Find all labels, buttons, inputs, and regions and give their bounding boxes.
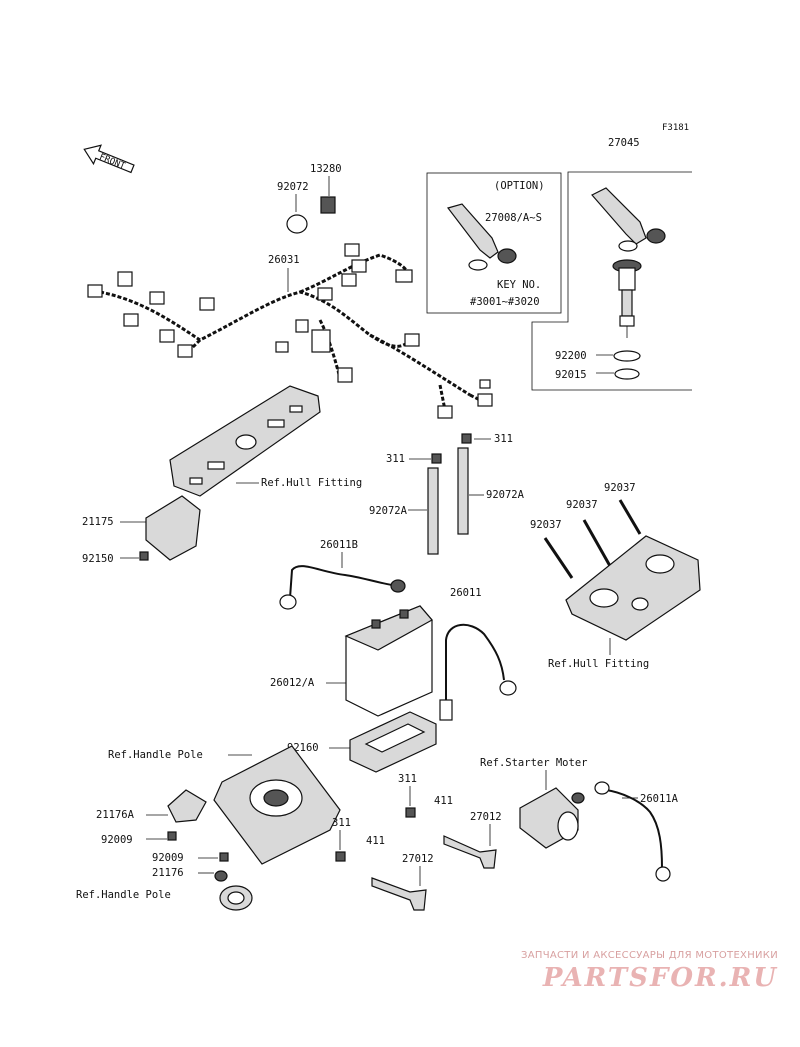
clip-27012-b-icon bbox=[371, 877, 427, 911]
label-92037-b: 92037 bbox=[566, 499, 598, 511]
label-92037-c: 92037 bbox=[530, 519, 562, 531]
label-92200: 92200 bbox=[555, 350, 587, 362]
watermark-logo: PARTSFOR.RU bbox=[542, 963, 778, 993]
strap-92072A-left-icon bbox=[427, 467, 439, 555]
option-box: (OPTION) 27008/A~S KEY NO. #3001~#3020 bbox=[426, 172, 562, 314]
bracket-21175-icon bbox=[145, 495, 201, 561]
label-92037-a: 92037 bbox=[604, 482, 636, 494]
ref-handle-pole-lower: Ref.Handle Pole bbox=[76, 889, 171, 901]
strap-92072A-right-icon bbox=[457, 447, 469, 535]
hull-fitting-cover bbox=[565, 535, 701, 641]
ignition-assembly-box bbox=[531, 171, 692, 391]
handle-pole-plate bbox=[213, 745, 341, 865]
label-92009-a: 92009 bbox=[101, 834, 133, 846]
label-311-upper-right: 311 bbox=[494, 433, 513, 445]
key-fob-option-icon bbox=[446, 203, 499, 259]
label-411-a: 411 bbox=[434, 795, 453, 807]
front-arrow-icon: FRONT bbox=[83, 144, 135, 174]
label-92015: 92015 bbox=[555, 369, 587, 381]
label-26011B: 26011B bbox=[320, 539, 358, 551]
label-27012-b: 27012 bbox=[402, 853, 434, 865]
label-26011: 26011 bbox=[450, 587, 482, 599]
label-411-b: 411 bbox=[366, 835, 385, 847]
label-92072A-left: 92072A bbox=[369, 505, 408, 517]
label-92150: 92150 bbox=[82, 553, 114, 565]
ref-starter-motor: Ref.Starter Moter bbox=[480, 757, 587, 769]
ref-hull-fitting-upper: Ref.Hull Fitting bbox=[261, 477, 362, 489]
ref-hull-fitting-lower: Ref.Hull Fitting bbox=[548, 658, 649, 670]
nut-92015-icon bbox=[614, 368, 640, 380]
label-311-upper-left: 311 bbox=[386, 453, 405, 465]
label-311-lower-a: 311 bbox=[398, 773, 417, 785]
label-21175: 21175 bbox=[82, 516, 114, 528]
clamp-92072-icon bbox=[286, 214, 308, 234]
watermark: ЗАПЧАСТИ И АКСЕССУАРЫ ДЛЯ МОТОТЕХНИКИ PA… bbox=[458, 950, 778, 993]
hull-fitting-plate bbox=[169, 385, 321, 497]
label-21176A: 21176A bbox=[96, 809, 135, 821]
clip-27012-a-icon bbox=[443, 835, 497, 869]
option-part-number: 27008/A~S bbox=[485, 212, 542, 224]
label-92009-b: 92009 bbox=[152, 852, 184, 864]
label-92072A-right: 92072A bbox=[486, 489, 525, 501]
figure-code: F3181 bbox=[662, 123, 689, 133]
washer-92200-icon bbox=[613, 350, 641, 362]
option-key-range: #3001~#3020 bbox=[470, 296, 540, 308]
label-21176: 21176 bbox=[152, 867, 184, 879]
battery-26012A-icon bbox=[344, 605, 433, 717]
wiring-harness-26031 bbox=[87, 243, 493, 419]
label-26011A: 26011A bbox=[640, 793, 679, 805]
label-plate-13280-icon bbox=[320, 196, 336, 214]
front-arrow-label: FRONT bbox=[98, 152, 127, 172]
option-key-label: KEY NO. bbox=[497, 279, 541, 291]
label-26012A: 26012/A bbox=[270, 677, 315, 689]
starter-motor-icon bbox=[519, 787, 585, 849]
cable-26011 bbox=[445, 624, 505, 700]
label-92072: 92072 bbox=[277, 181, 309, 193]
ref-handle-pole-upper: Ref.Handle Pole bbox=[108, 749, 203, 761]
label-26031: 26031 bbox=[268, 254, 300, 266]
label-13280: 13280 bbox=[310, 163, 342, 175]
option-title: (OPTION) bbox=[494, 180, 545, 192]
cable-26011A bbox=[605, 789, 663, 869]
bracket-21176A-icon bbox=[167, 789, 207, 823]
label-27012-a: 27012 bbox=[470, 811, 502, 823]
key-fob-icon bbox=[591, 187, 647, 245]
watermark-caption: ЗАПЧАСТИ И АКСЕССУАРЫ ДЛЯ МОТОТЕХНИКИ bbox=[521, 950, 778, 961]
label-311-lower-b: 311 bbox=[332, 817, 351, 829]
label-27045: 27045 bbox=[608, 137, 640, 149]
cable-26011B bbox=[289, 565, 393, 599]
